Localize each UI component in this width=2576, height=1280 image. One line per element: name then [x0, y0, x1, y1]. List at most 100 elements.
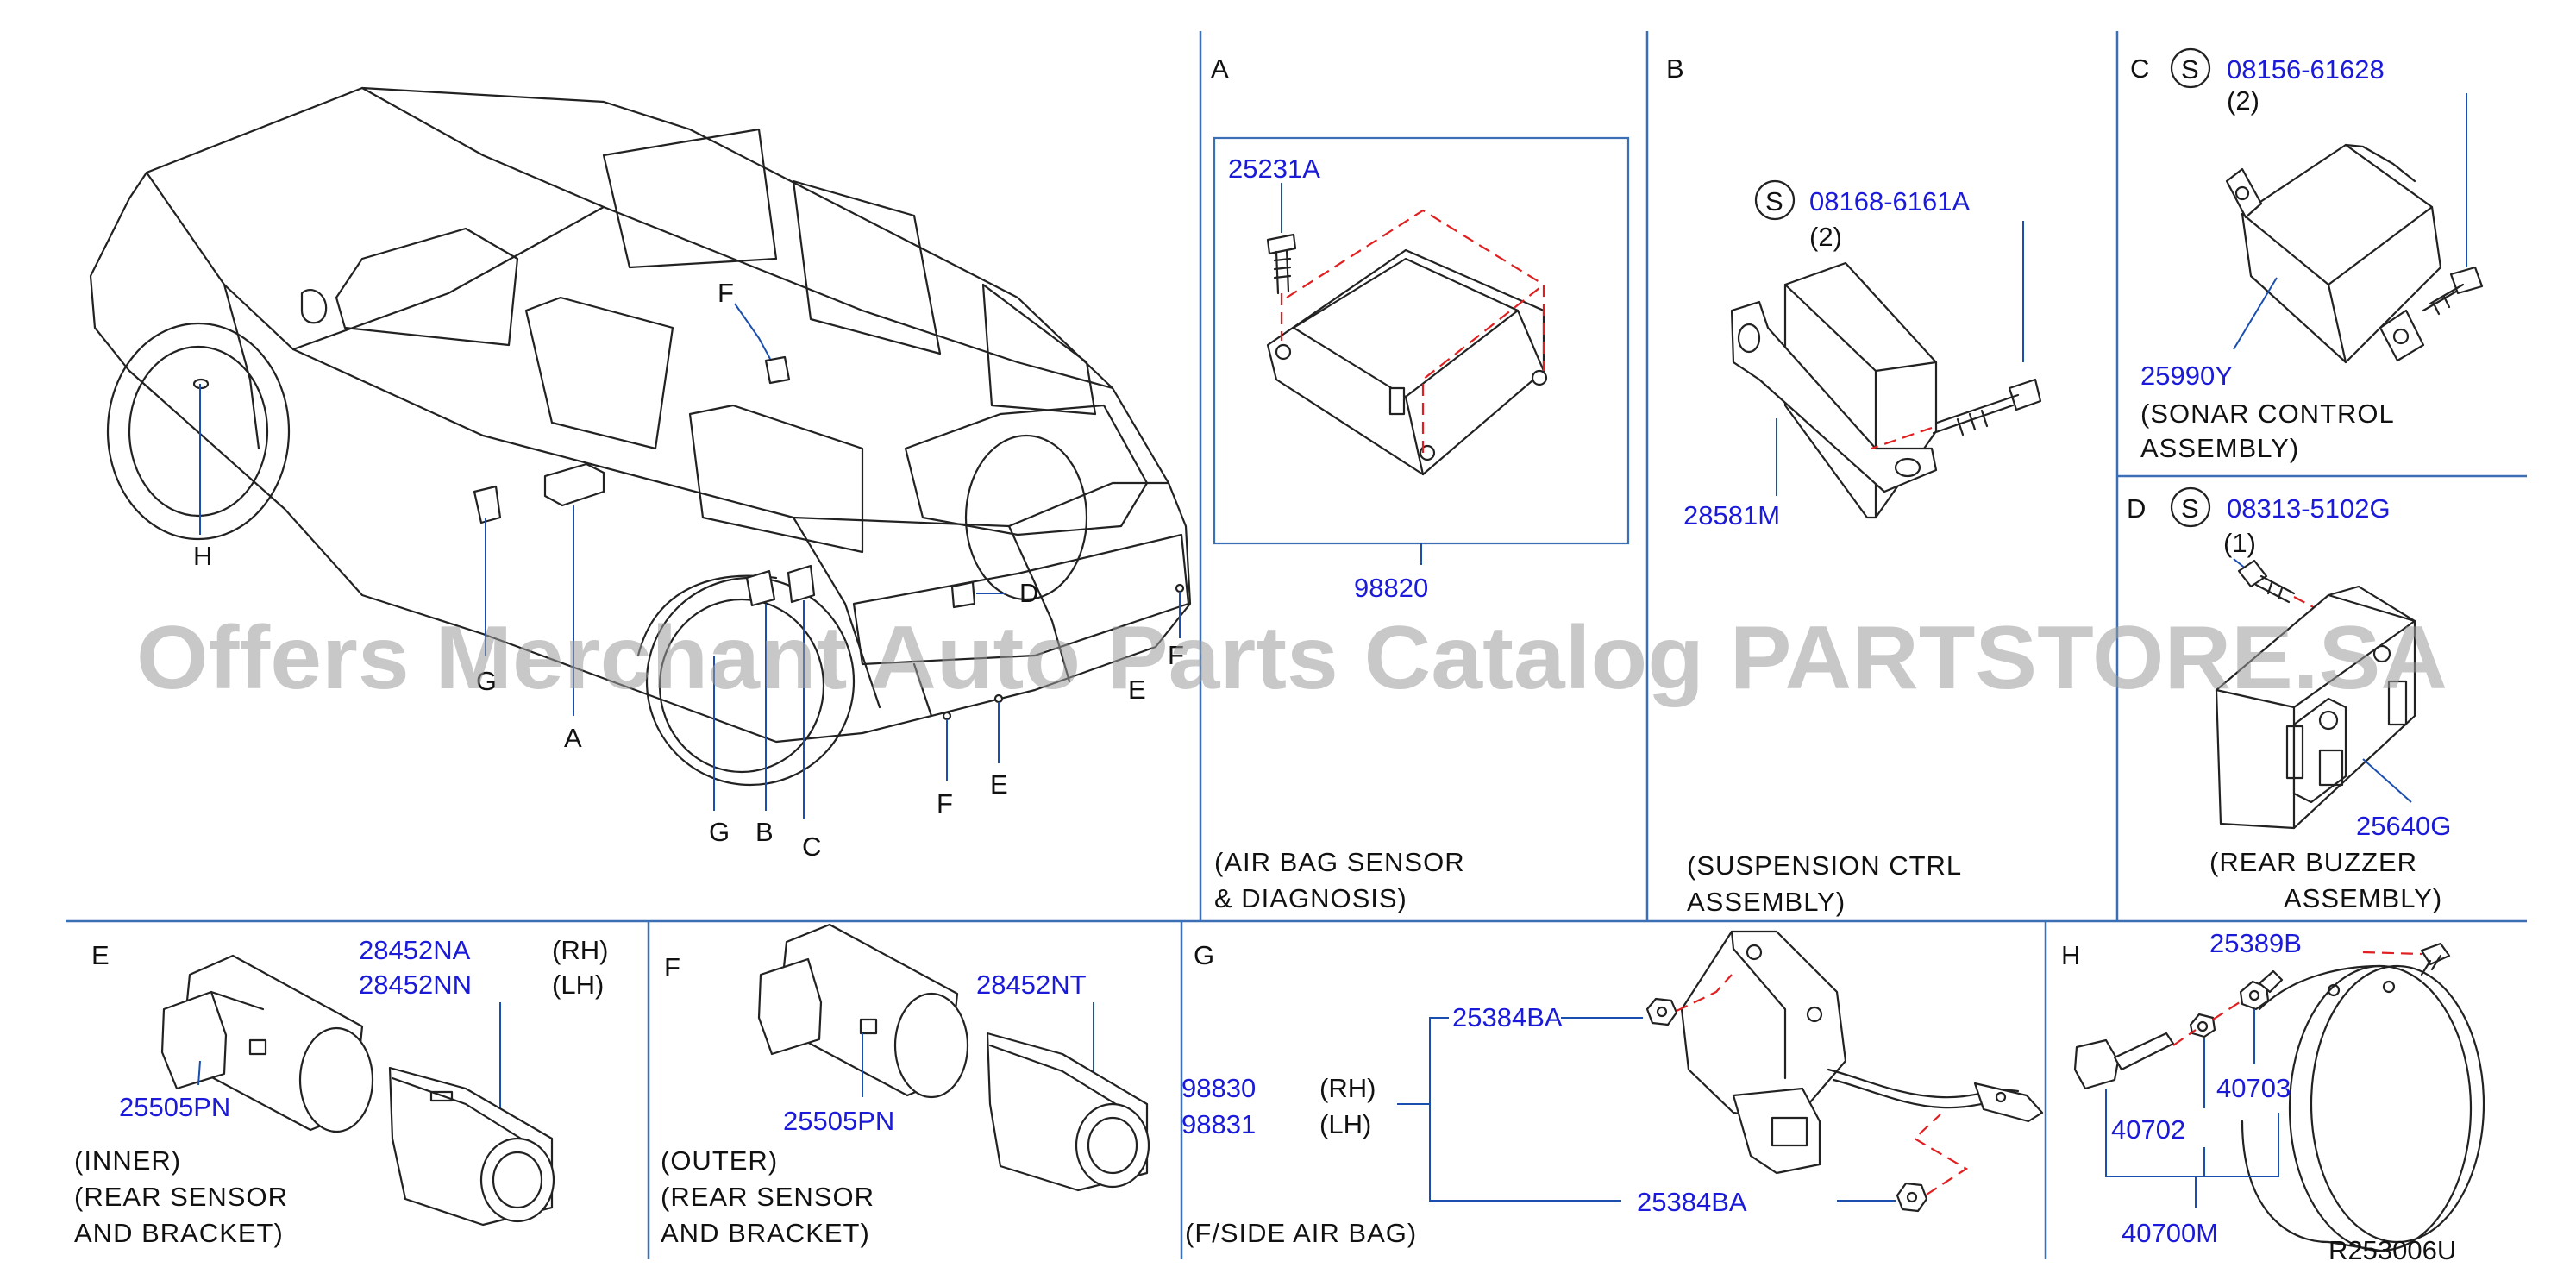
wheel-rim: [2241, 964, 2485, 1252]
section-e-caption-line1: (INNER): [74, 1145, 181, 1176]
section-g-label: G: [1194, 940, 1214, 970]
part-25389B: 25389B: [2209, 928, 2302, 958]
section-h-label: H: [2061, 940, 2080, 970]
component-block-f-upper: [764, 355, 791, 385]
section-g: G 25384BA 98830 98831 (RH) (LH): [1181, 930, 2044, 1248]
callout-f-upper: F: [718, 278, 734, 308]
side-air-bag-leaders: [1397, 1017, 1643, 1202]
rear-sensor-inner: [160, 954, 374, 1133]
part-25990Y: 25990Y: [2140, 361, 2233, 391]
side-lh-g: (LH): [1319, 1109, 1371, 1139]
section-b-s-mark: S: [1765, 186, 1783, 216]
part-40703: 40703: [2216, 1073, 2291, 1103]
part-98820: 98820: [1354, 573, 1428, 603]
part-40700M: 40700M: [2122, 1218, 2218, 1248]
section-d-caption-line1: (REAR BUZZER: [2209, 847, 2417, 877]
section-d-qty: (1): [2223, 528, 2256, 558]
component-block-g: [473, 485, 502, 524]
section-a-caption-line1: (AIR BAG SENSOR: [1214, 847, 1465, 877]
side-rh-g: (RH): [1319, 1073, 1376, 1103]
section-b: B S 08168-6161A (2) 28581M (SUSPENSION C…: [1666, 53, 2042, 917]
part-28452NA: 28452NA: [359, 935, 471, 965]
section-c-label: C: [2130, 53, 2149, 84]
section-a-label: A: [1211, 53, 1229, 84]
callout-g: G: [709, 817, 730, 847]
section-b-caption-line2: ASSEMBLY): [1687, 887, 1846, 917]
part-25384BA-lower: 25384BA: [1637, 1187, 1747, 1217]
rear-sensor-outer: [757, 923, 969, 1099]
side-lh-e: (LH): [552, 969, 604, 1000]
section-f: F 28452NT 25505PN (OUTER) (REAR SENSOR A…: [661, 923, 1150, 1248]
part-28452NN: 28452NN: [359, 969, 472, 1000]
bolt-b-dashed-guide: [1871, 426, 1933, 450]
component-block-b: [745, 569, 776, 607]
vehicle-body-outline: [89, 86, 1192, 744]
nut-upper: [1645, 997, 1678, 1026]
section-a-caption-line2: & DIAGNOSIS): [1214, 883, 1407, 913]
sensor-dashed-guide: [1280, 209, 1545, 453]
assembly-40700M-leader: [2105, 1089, 2279, 1208]
side-rh-e: (RH): [552, 935, 608, 965]
callout-g-upper: G: [476, 666, 497, 696]
part-40702: 40702: [2111, 1114, 2185, 1145]
section-f-caption-line3: AND BRACKET): [661, 1218, 870, 1248]
nut-upper-dashed-guide: [1676, 974, 1733, 1012]
bolt-25231A: [1266, 233, 1297, 295]
section-d-s-mark: S: [2181, 493, 2199, 524]
part-28452NT: 28452NT: [976, 969, 1087, 1000]
section-c: C S 08156-61628 (2) 25990Y (SONAR CONTRO…: [2130, 47, 2484, 463]
part-98830: 98830: [1181, 1073, 1256, 1103]
callout-b: B: [755, 817, 774, 847]
vehicle-overview: H G A F G B C D F E E F: [89, 86, 1192, 862]
callout-e-right: E: [1128, 675, 1146, 705]
section-h: H 25389B 40703: [2061, 928, 2485, 1265]
side-air-bag-sensor: [1680, 930, 2044, 1175]
section-e-caption-line3: AND BRACKET): [74, 1218, 284, 1248]
section-g-caption-line1: (F/SIDE AIR BAG): [1185, 1218, 1417, 1248]
nut-40702: [2189, 1013, 2216, 1038]
section-b-qty: (2): [1809, 222, 1842, 252]
component-block-c: [787, 564, 816, 604]
bolt-08168-6161A: [1932, 378, 2042, 436]
component-block-d: [950, 580, 976, 609]
part-25505PN-e: 25505PN: [119, 1092, 230, 1122]
section-c-caption-line1: (SONAR CONTROL: [2140, 398, 2395, 429]
callout-c: C: [802, 831, 821, 862]
section-f-caption-line2: (REAR SENSOR: [661, 1182, 874, 1212]
callout-h: H: [193, 541, 212, 571]
standard-part-s-icon: [1754, 179, 1796, 221]
part-08313-5102G: 08313-5102G: [2227, 493, 2391, 524]
section-e-caption-line2: (REAR SENSOR: [74, 1182, 288, 1212]
sensor-dot-right: [1175, 583, 1185, 593]
sonar-control-unit: [2225, 143, 2442, 364]
section-e-label: E: [91, 940, 110, 970]
valve-25389B: [2420, 942, 2451, 976]
part-08156-61628: 08156-61628: [2227, 54, 2385, 85]
sensor-bracket-outer: [986, 1032, 1150, 1192]
bolt-08156-61628: [2422, 266, 2484, 316]
standard-part-s-icon: [2170, 486, 2211, 528]
nut-lower: [1896, 1182, 1928, 1213]
section-c-caption-line2: ASSEMBLY): [2140, 433, 2299, 463]
section-b-caption-line1: (SUSPENSION CTRL: [1687, 850, 1962, 881]
section-c-qty: (2): [2227, 85, 2259, 116]
section-e: E 28452NA 28452NN (RH) (LH) 25505PN (INN…: [74, 935, 608, 1248]
suspension-ctrl-unit: [1730, 261, 1938, 519]
sensor-dot-f: [942, 711, 952, 721]
tpms-dashed-guide: [2172, 1000, 2243, 1046]
section-c-s-mark: S: [2181, 54, 2199, 85]
nut-lower-dashed-guide: [1913, 1114, 1969, 1195]
section-d: D S 08313-5102G (1) 25640G (REAR BUZZER …: [2127, 486, 2451, 913]
valve-dashed-guide: [2362, 951, 2422, 956]
part-28581M: 28581M: [1683, 500, 1780, 530]
component-block-a: [543, 462, 605, 507]
section-a: A 25231A 98820 (AIR BAG SENSOR & DIAGNOS…: [1211, 53, 1630, 913]
section-d-label: D: [2127, 493, 2146, 524]
section-f-caption-line1: (OUTER): [661, 1145, 778, 1176]
part-98831: 98831: [1181, 1109, 1256, 1139]
section-dividers: [66, 31, 2527, 1259]
callout-f: F: [937, 788, 953, 819]
part-25231A: 25231A: [1228, 154, 1320, 184]
callout-f-right: F: [1168, 640, 1184, 670]
